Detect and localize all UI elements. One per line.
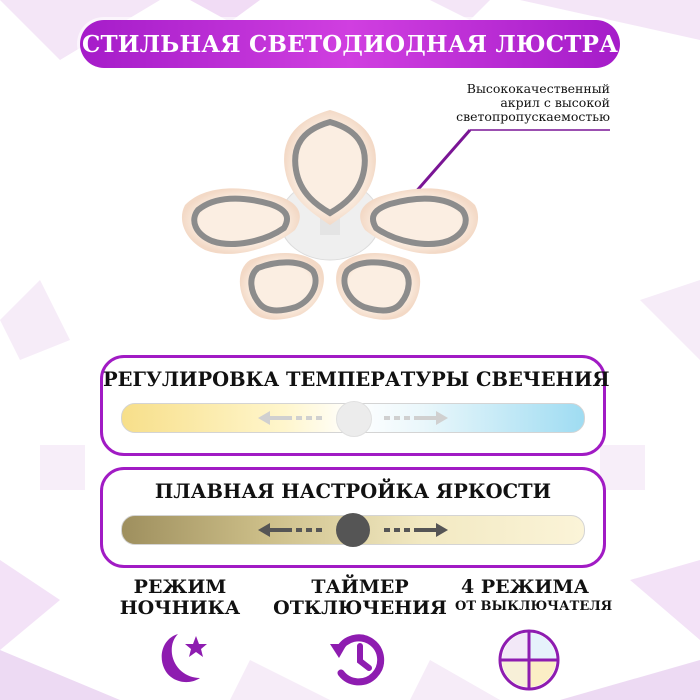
brightness-slider[interactable] — [121, 513, 585, 547]
feature-modes-line2: ОТ ВЫКЛЮЧАТЕЛЯ — [455, 599, 613, 614]
page-title: СТИЛЬНАЯ СВЕТОДИОДНАЯ ЛЮСТРА — [81, 30, 619, 58]
arrow-right-icon — [384, 523, 448, 537]
feature-timer-line2: ОТКЛЮЧЕНИЯ — [273, 597, 447, 619]
temperature-title: РЕГУЛИРОВКА ТЕМПЕРАТУРЫ СВЕЧЕНИЯ — [103, 368, 610, 391]
feature-night-line2: НОЧНИКА — [119, 597, 241, 619]
moon-star-icon — [161, 634, 207, 683]
callout-line-2: акрил с высокой — [500, 95, 610, 110]
brightness-title: ПЛАВНАЯ НАСТРОЙКА ЯРКОСТИ — [154, 480, 552, 503]
feature-timer: ТАЙМЕР ОТКЛЮЧЕНИЯ — [270, 577, 450, 619]
temperature-slider[interactable] — [121, 401, 585, 437]
feature-modes-line1: 4 РЕЖИМА — [461, 576, 589, 598]
four-segment-icon — [498, 629, 560, 691]
arrow-left-icon — [258, 411, 322, 425]
arrow-left-icon — [258, 523, 322, 537]
chandelier-image — [181, 110, 479, 320]
brightness-slider-knob[interactable] — [336, 513, 370, 547]
temperature-panel: РЕГУЛИРОВКА ТЕМПЕРАТУРЫ СВЕЧЕНИЯ — [100, 355, 610, 456]
clock-timer-icon — [330, 634, 385, 686]
temperature-slider-knob[interactable] — [336, 401, 372, 437]
feature-timer-line1: ТАЙМЕР — [311, 576, 409, 598]
feature-modes: 4 РЕЖИМА ОТ ВЫКЛЮЧАТЕЛЯ — [455, 576, 613, 615]
brightness-panel: ПЛАВНАЯ НАСТРОЙКА ЯРКОСТИ — [100, 467, 606, 568]
feature-night-mode: РЕЖИМ НОЧНИКА — [110, 577, 250, 619]
callout-line-1: Высококачественный — [466, 81, 610, 96]
title-banner: СТИЛЬНАЯ СВЕТОДИОДНАЯ ЛЮСТРА — [80, 20, 620, 68]
feature-night-line1: РЕЖИМ — [133, 576, 227, 598]
callout-line-3: светопропускаемостью — [456, 109, 610, 124]
arrow-right-icon — [384, 411, 448, 425]
acrylic-callout: Высококачественный акрил с высокой свето… — [390, 82, 610, 124]
